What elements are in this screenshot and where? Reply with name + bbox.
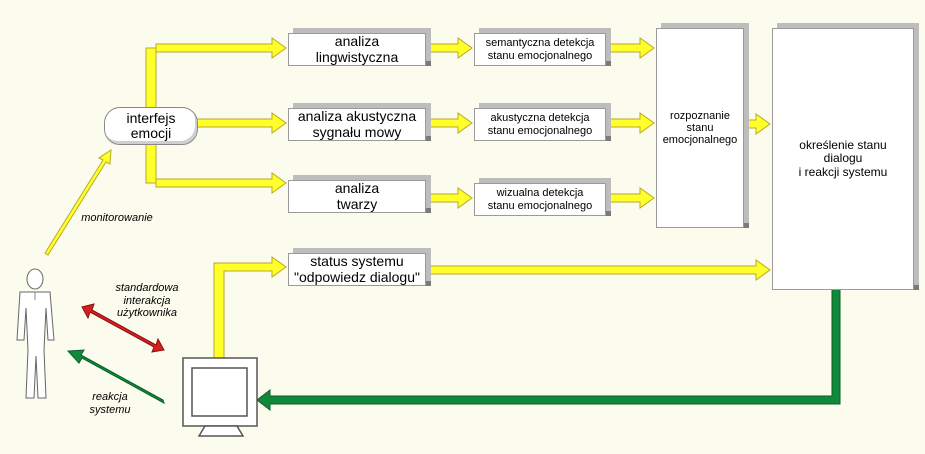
detekcja-akustyczna-box: akustyczna detekcja stanu emocjonalnego — [474, 108, 606, 141]
status-systemu-box: status systemu "odpowiedz dialogu" — [288, 253, 426, 286]
flow-arrow-twarz-det — [425, 187, 473, 209]
flow-arrow-akust — [195, 112, 287, 134]
analiza-twarzy-box: analiza twarzy — [288, 180, 426, 213]
okreslenie-stanu-box: określenie stanu dialogu i reakcji syste… — [772, 28, 914, 290]
detekcja-semantyczna-box: semantyczna detekcja stanu emocjonalnego — [474, 33, 606, 66]
flow-arrow-ling — [155, 37, 287, 59]
flow-arrow-status-okr — [425, 259, 771, 281]
flow-arrow-rozp-okr — [743, 113, 771, 135]
flow-arrow-monitor-status — [213, 256, 287, 361]
interfejs-emocji-node: interfejs emocji — [104, 107, 198, 145]
flow-arrow-twarz — [155, 172, 287, 194]
rozpoznanie-stanu-box: rozpoznanie stanu emocjonalnego — [656, 28, 744, 228]
interaction-arrow — [81, 303, 165, 353]
user-figure-icon — [16, 268, 55, 399]
monitor-icon — [182, 357, 258, 437]
flow-arrow-akust-det — [425, 112, 473, 134]
reakcja-label: reakcja systemu — [89, 391, 131, 416]
flow-arrow-ling-det — [425, 37, 473, 59]
analiza-lingwistyczna-box: analiza lingwistyczna — [288, 33, 426, 66]
flow-arrow-sem-rozp — [605, 37, 655, 59]
analiza-akustyczna-box: analiza akustyczna sygnału mowy — [288, 108, 426, 141]
reakcja-arrow — [66, 349, 165, 405]
flow-arrow-wiz-rozp — [605, 187, 655, 209]
feedback-arrow — [256, 287, 841, 412]
interakcja-label: standardowa interakcja użytkownika — [115, 282, 179, 320]
detekcja-wizualna-box: wizualna detekcja stanu emocjonalnego — [474, 183, 606, 216]
monitorowanie-arrow — [44, 149, 112, 256]
monitorowanie-label: monitorowanie — [81, 212, 153, 224]
flow-arrow-ak-rozp — [605, 112, 655, 134]
